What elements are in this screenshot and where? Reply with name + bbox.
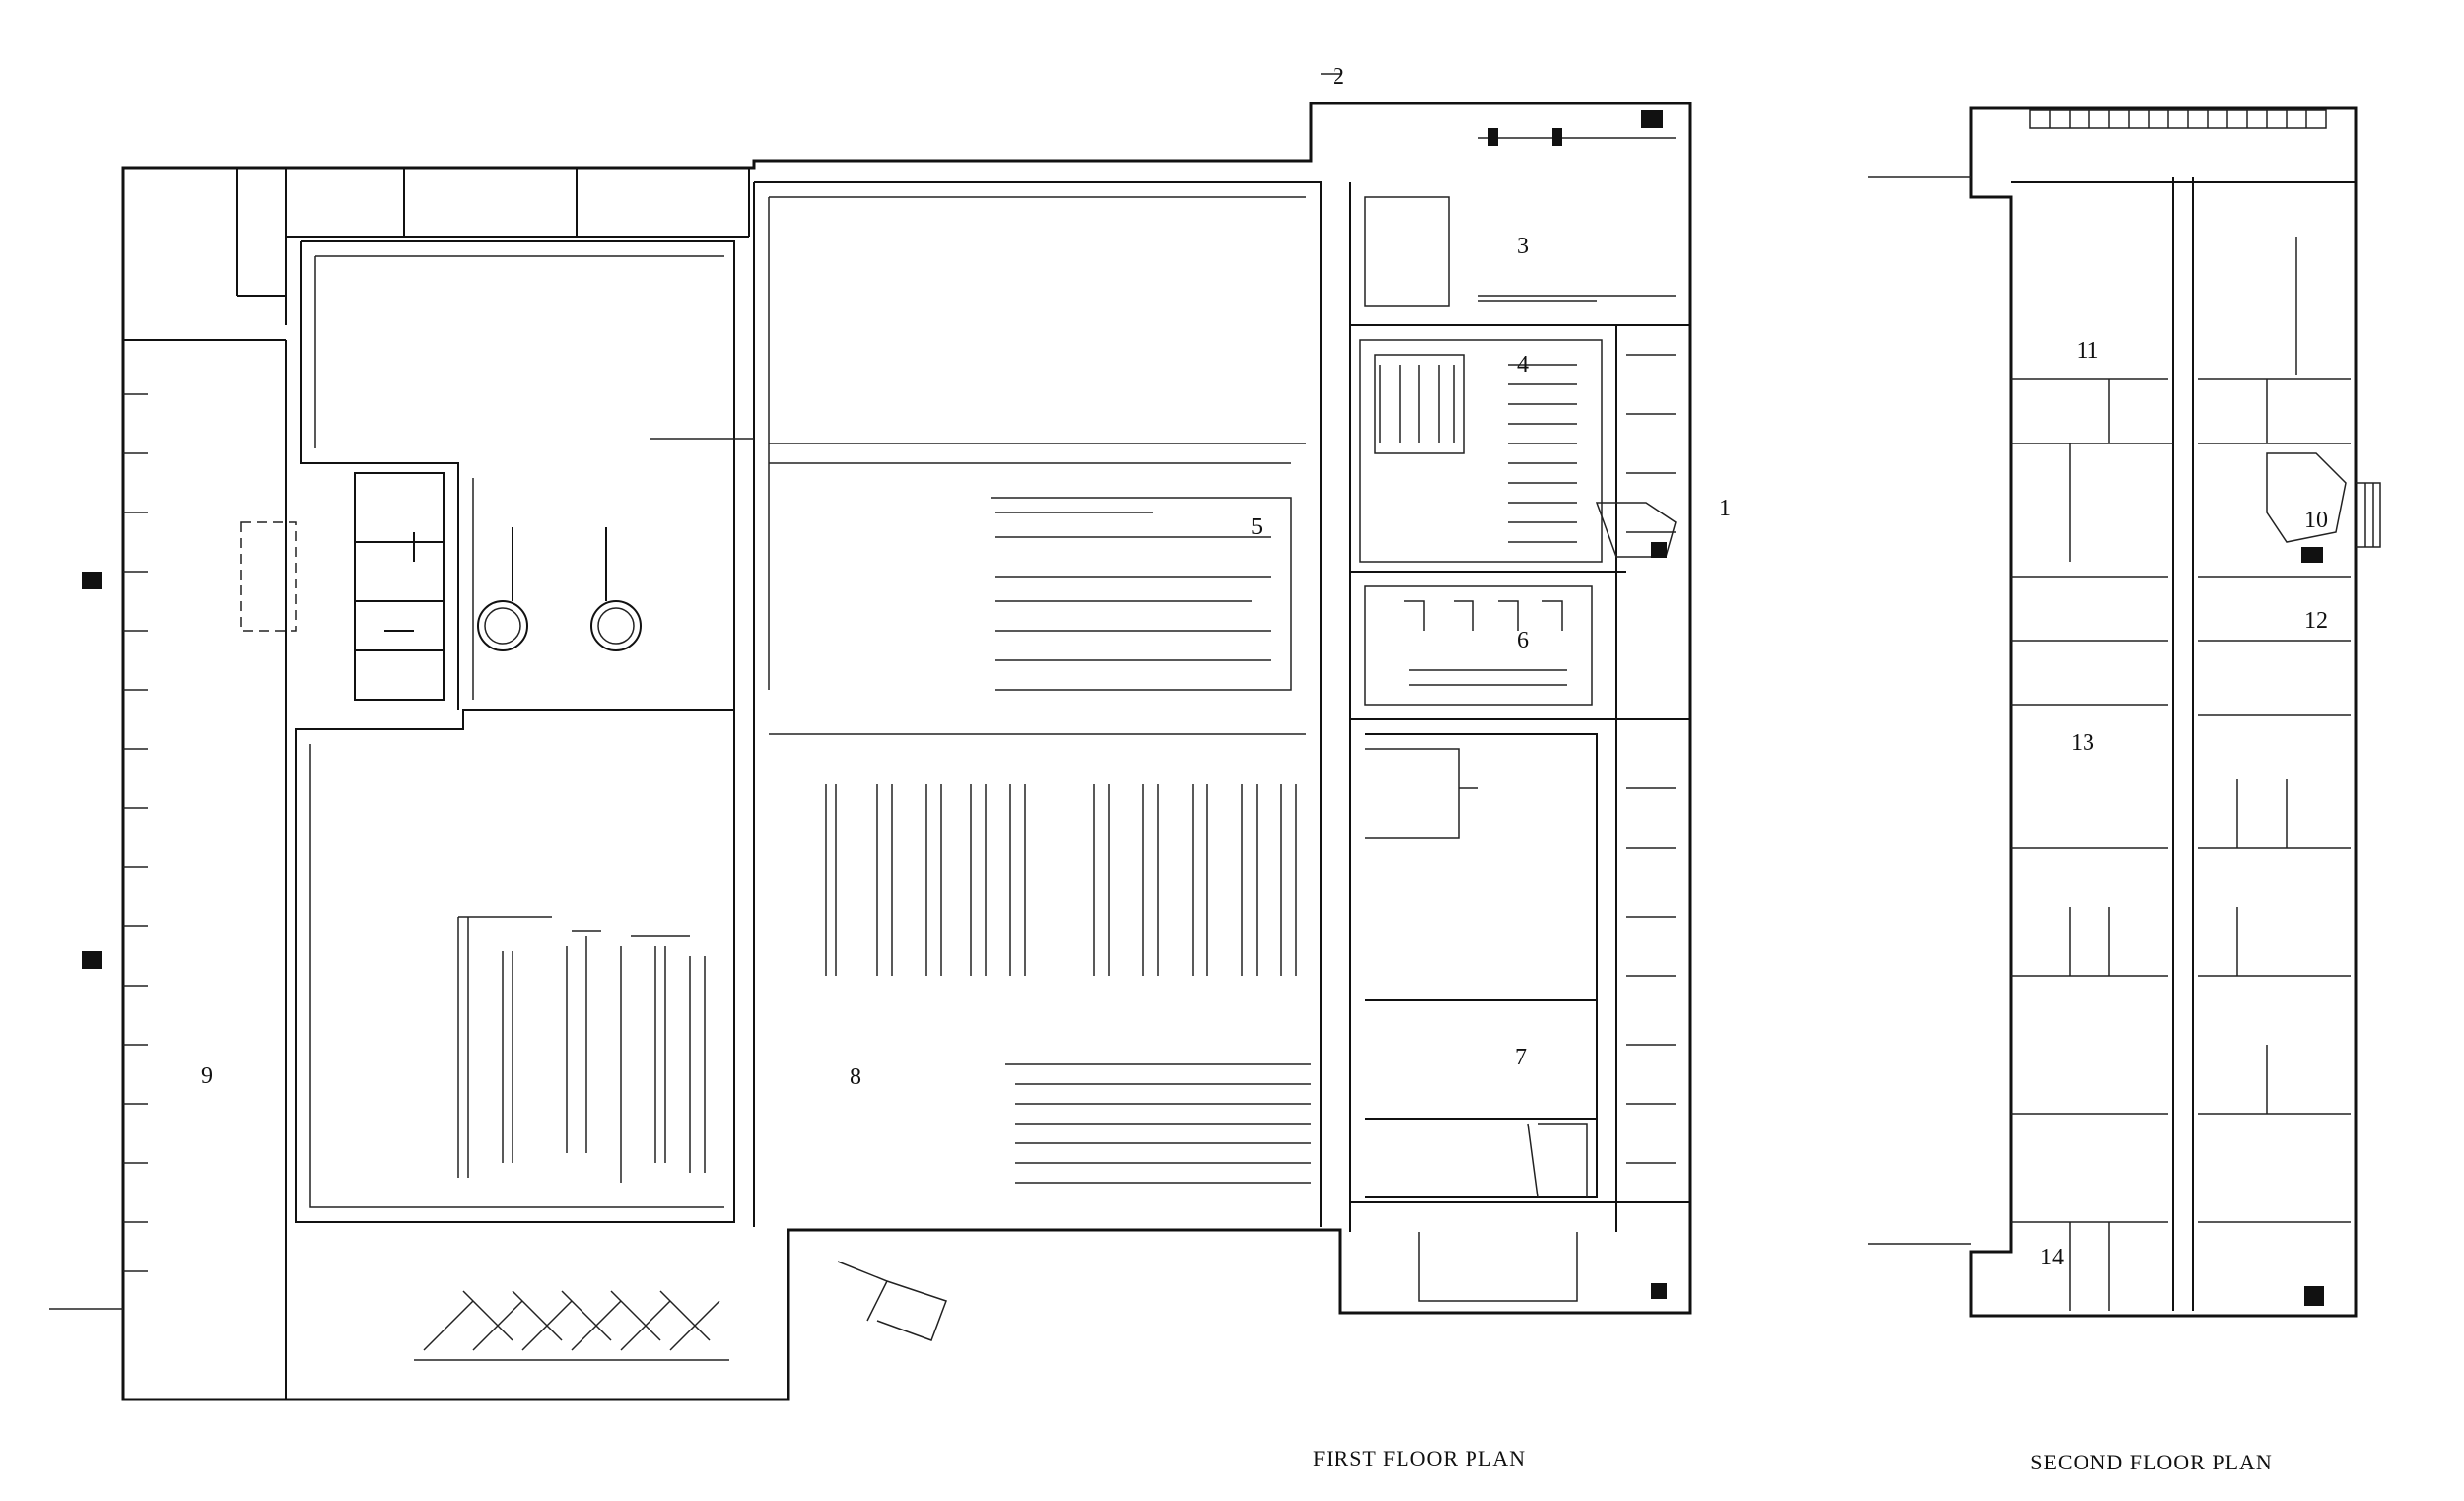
central-hall-wall [753,181,1322,1227]
room-label-10: 10 [2304,508,2328,533]
room-label-14: 14 [2040,1245,2064,1270]
room-9-wall [123,339,287,1399]
room-label-1: 1 [1719,496,1731,521]
room-label-2: 2 [1333,64,1344,90]
room-label-7: 7 [1515,1045,1527,1070]
first-floor-outer-wall [121,102,1692,1401]
room-label-3: 3 [1517,234,1529,259]
room-label-12: 12 [2304,608,2328,634]
classroom-desks [1379,364,1577,543]
first-floor-plan [49,73,1692,1401]
loading-ramps [414,1290,729,1361]
room-label-5: 5 [1251,514,1263,540]
second-floor-plan [1868,106,2381,1318]
second-floor-plan-title: SECOND FLOOR PLAN [2030,1450,2273,1474]
first-floor-plan-title: FIRST FLOOR PLAN [1312,1446,1527,1470]
room-label-13: 13 [2071,730,2094,756]
conveyor-lines [991,497,1292,691]
room-label-8: 8 [850,1064,861,1090]
column-marker [82,951,102,969]
west-hall-wall [295,240,735,1223]
column-marker [82,572,102,589]
second-floor-outer-wall [1969,106,2358,1318]
east-wing-wall [1349,182,1690,1232]
room-label-9: 9 [201,1063,213,1089]
room-label-6: 6 [1517,628,1529,653]
roof-hatch [2029,109,2327,129]
room-label-4: 4 [1517,352,1529,377]
room-label-11: 11 [2076,338,2099,364]
